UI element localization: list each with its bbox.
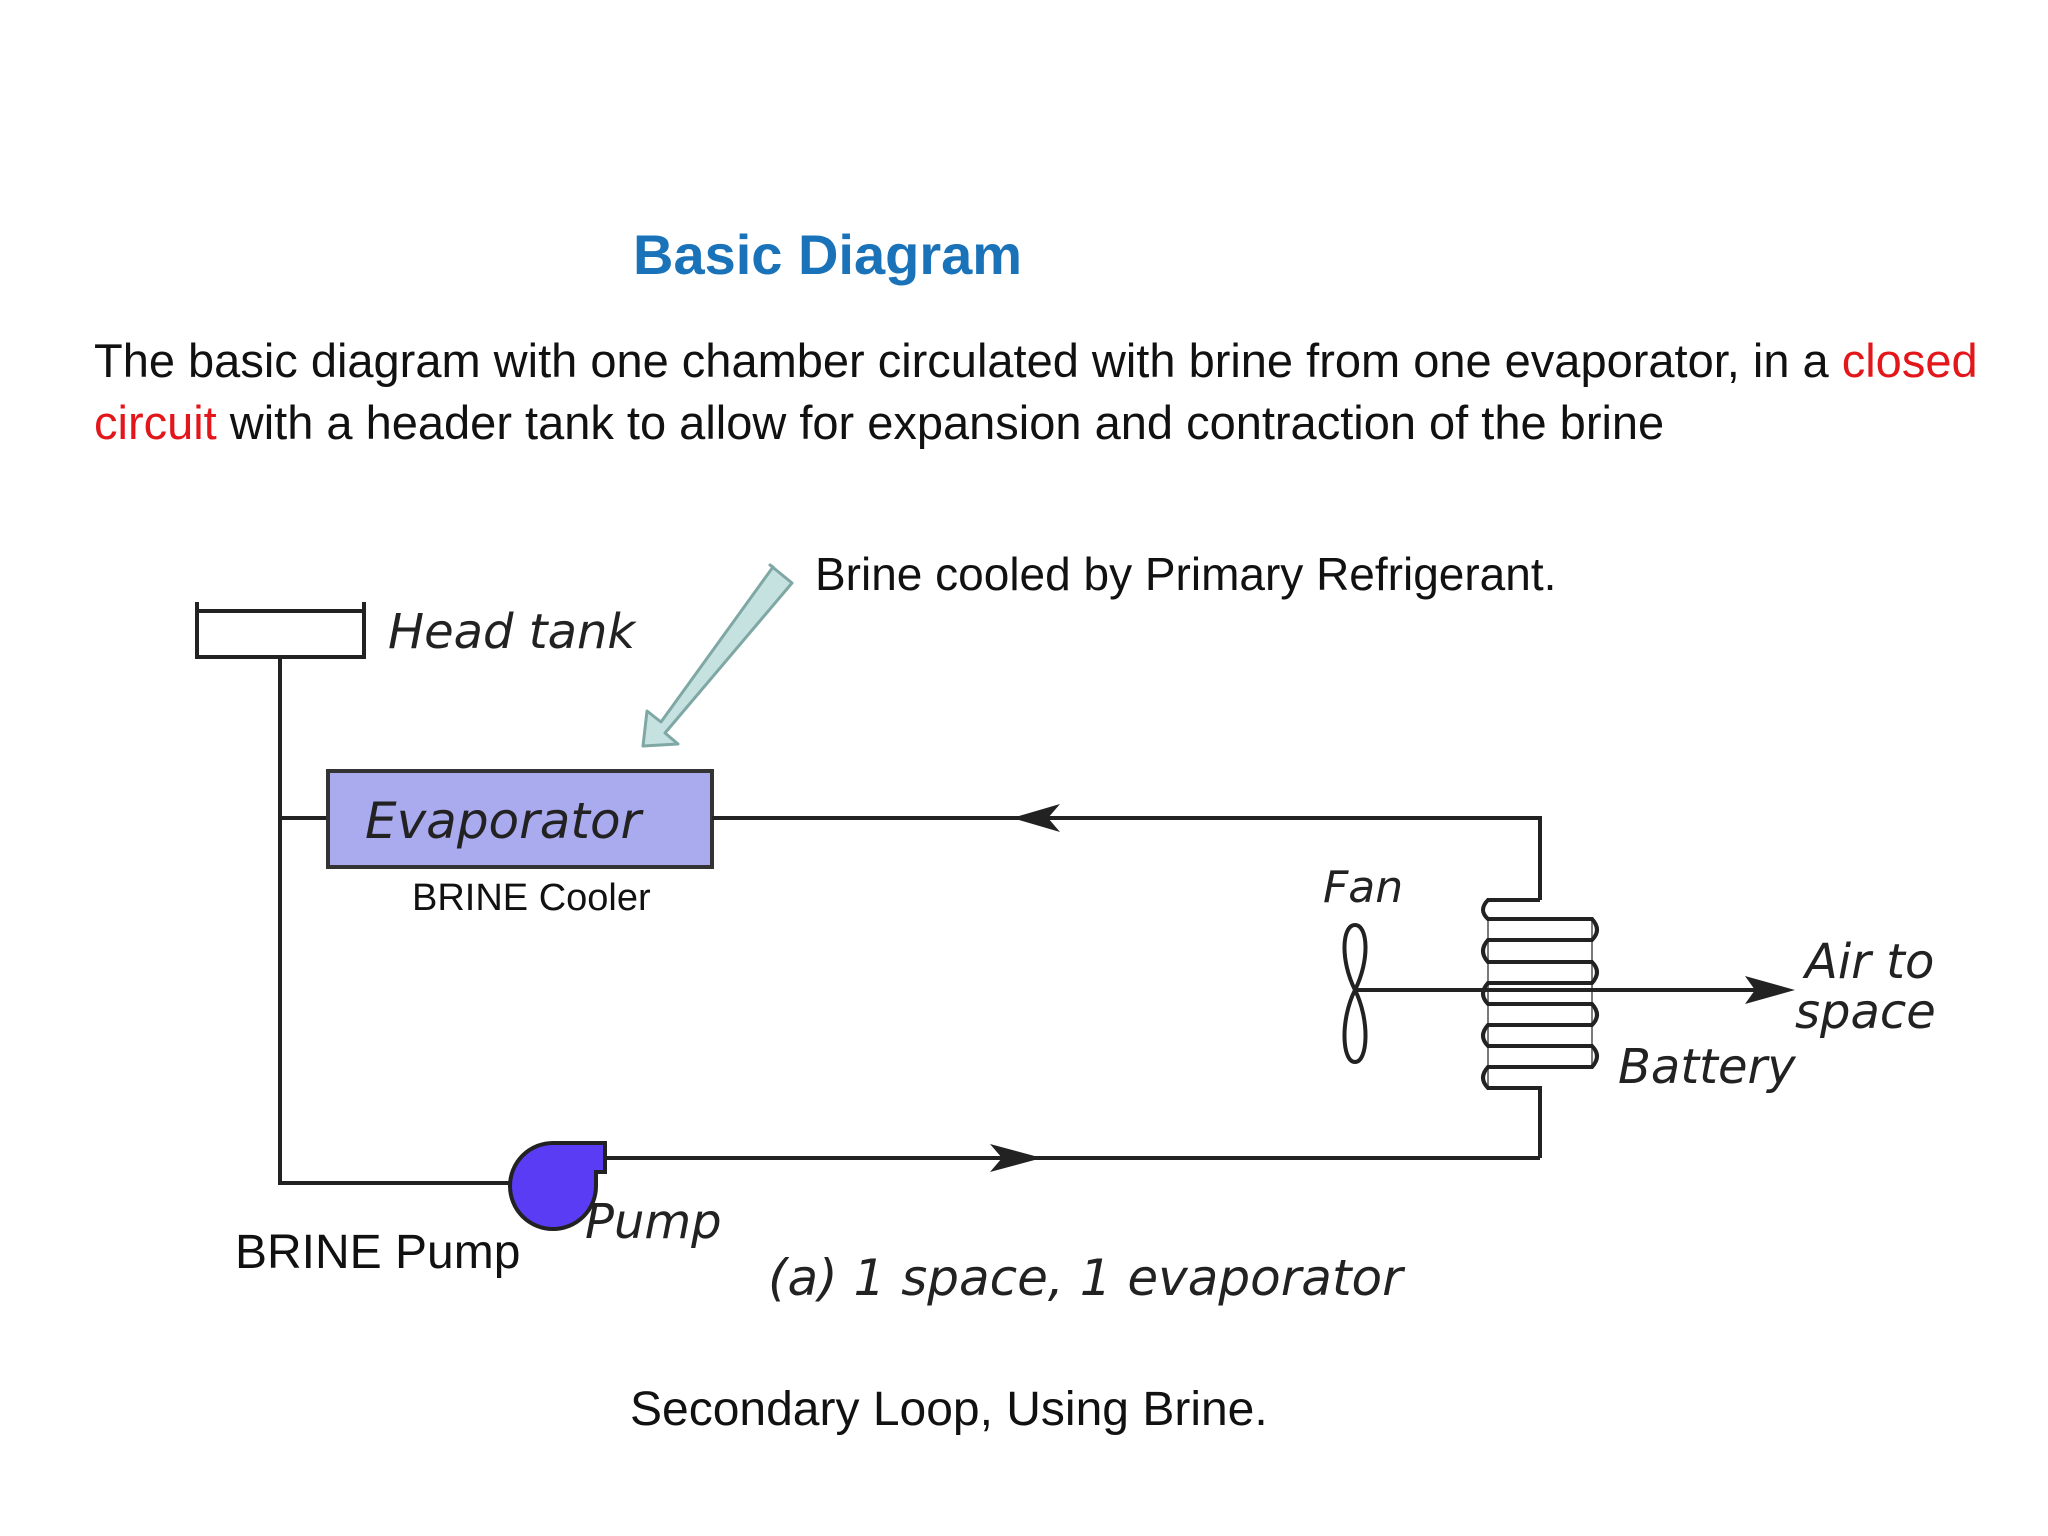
air-to-label: Air to	[1802, 934, 1934, 990]
top-pipe	[712, 816, 1542, 900]
pump-label: Pump	[585, 1194, 722, 1250]
space-label: space	[1795, 984, 1936, 1040]
intro-text-start: The basic diagram with one chamber circu…	[94, 334, 1842, 387]
subcaption-label: (a) 1 space, 1 evaporator	[768, 1249, 1406, 1307]
brine-cooler-label: BRINE Cooler	[412, 877, 651, 919]
callout-label: Brine cooled by Primary Refrigerant.	[815, 548, 1556, 600]
intro-paragraph: The basic diagram with one chamber circu…	[94, 330, 1994, 454]
flow-arrow-right-icon	[990, 1144, 1042, 1172]
left-pipe	[278, 657, 510, 1185]
head-tank	[195, 602, 366, 659]
intro-text-end: with a header tank to allow for expansio…	[216, 396, 1665, 449]
intro-highlight: closed circuit	[94, 334, 1978, 449]
battery-coil-icon	[1481, 898, 1599, 1158]
fan-icon	[1342, 922, 1368, 1065]
page-title: Basic Diagram	[633, 223, 1023, 286]
pump-icon	[508, 1141, 607, 1231]
evaporator-label: Evaporator	[365, 792, 645, 850]
coil-vertical-lines	[1487, 919, 1593, 1088]
diagram-caption: Secondary Loop, Using Brine.	[630, 1383, 1268, 1436]
callout-arrow-icon	[641, 563, 794, 748]
brine-pump-label: BRINE Pump	[235, 1226, 520, 1279]
fan-label: Fan	[1323, 862, 1403, 913]
battery-label: Battery	[1618, 1039, 1796, 1095]
evaporator-box	[326, 769, 714, 869]
flow-arrow-left-icon	[1012, 804, 1060, 832]
head-tank-label: Head tank	[388, 604, 637, 660]
air-arrow-icon	[1745, 976, 1795, 1004]
